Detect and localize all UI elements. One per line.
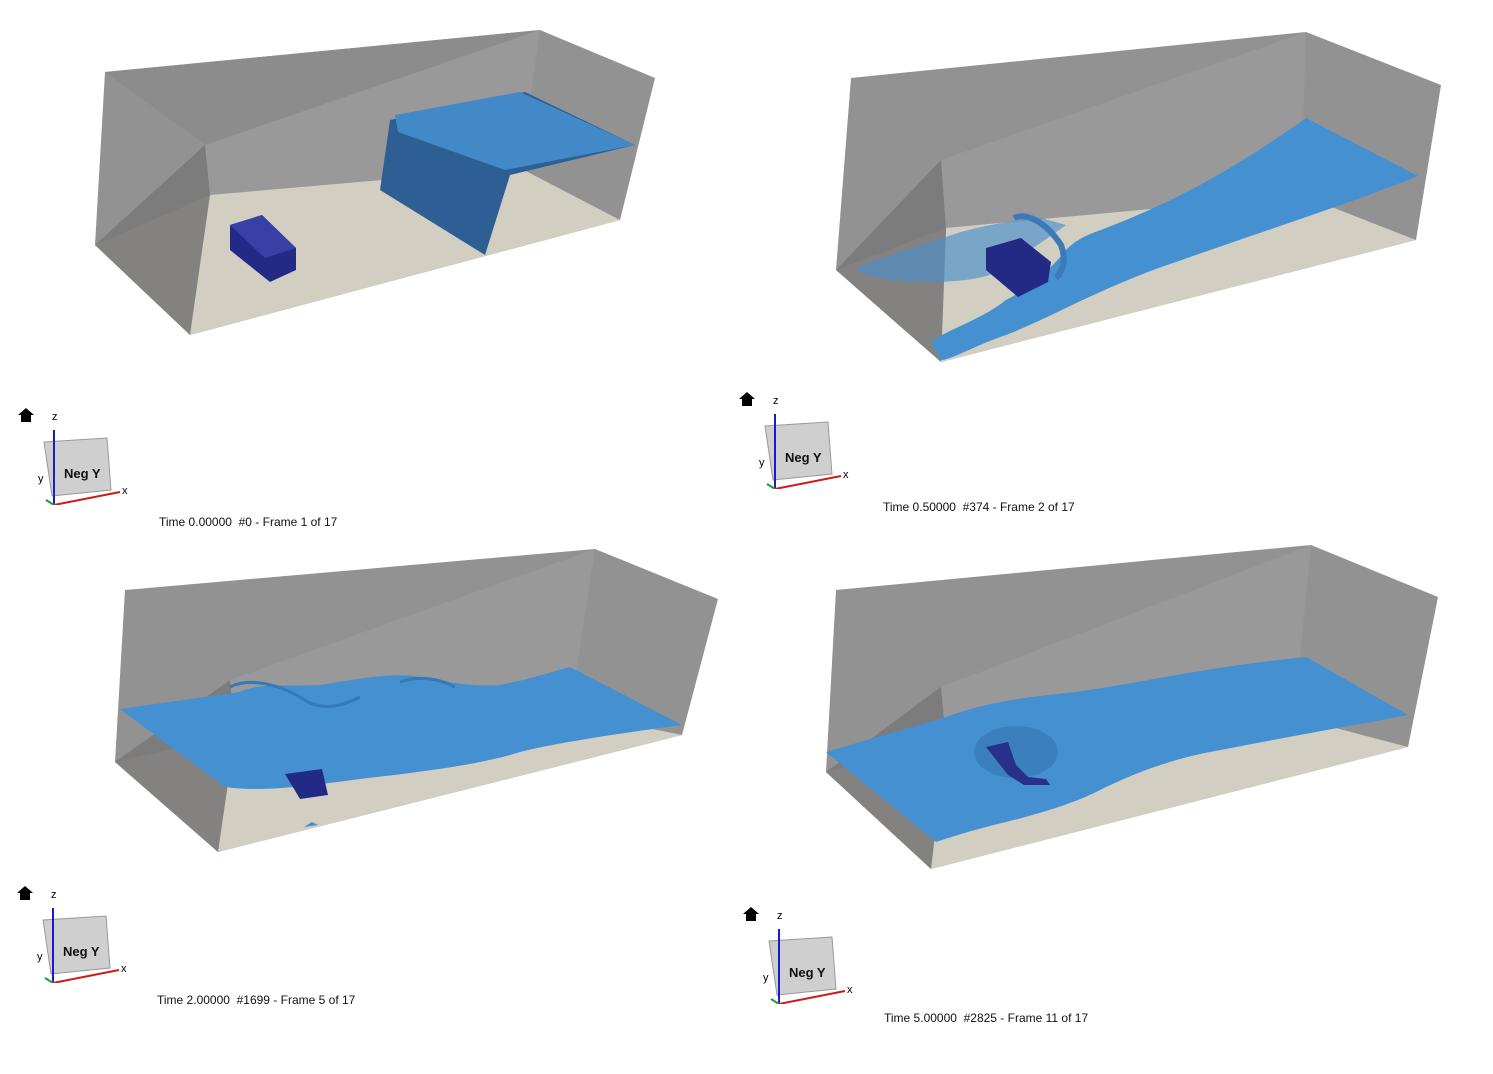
tank-left-wall	[95, 145, 210, 335]
viewport-scene	[115, 549, 718, 852]
water-wake	[1012, 213, 1067, 281]
orientation-cube	[43, 437, 112, 497]
frame-caption: Time 0.00000 #0 - Frame 1 of 17	[159, 515, 338, 529]
obstacle-top	[230, 215, 296, 258]
home-icon[interactable]	[743, 907, 759, 921]
x-axis-line	[52, 969, 120, 984]
water-disturbance	[974, 726, 1058, 778]
y-axis-line	[44, 977, 54, 984]
cube-face-label: Neg Y	[63, 944, 100, 959]
frame-caption: Time 0.50000 #374 - Frame 2 of 17	[883, 500, 1075, 514]
x-axis-line	[778, 990, 846, 1005]
viewport-scene	[95, 30, 655, 335]
obstacle-block	[986, 238, 1051, 297]
y-axis-label: y	[38, 473, 44, 485]
orientation-cube	[42, 915, 111, 975]
x-axis-label: x	[121, 963, 127, 975]
frame-caption: Time 2.00000 #1699 - Frame 5 of 17	[157, 993, 356, 1007]
y-axis-label: y	[759, 457, 765, 469]
x-axis-label: x	[843, 469, 849, 481]
simulation-panel-2: z x y Neg Y Time 0.50000 #374 - Frame 2 …	[739, 0, 1492, 537]
obstacle-block	[285, 769, 328, 799]
z-axis-label: z	[777, 910, 783, 922]
y-axis-label: y	[763, 972, 769, 984]
orientation-cube	[764, 421, 833, 481]
home-icon[interactable]	[17, 886, 33, 900]
viewport-scene	[826, 545, 1438, 869]
obstacle-block	[986, 742, 1050, 785]
y-axis-line	[770, 998, 780, 1005]
water-surface	[826, 657, 1408, 842]
y-axis-label: y	[37, 951, 43, 963]
z-axis-label: z	[51, 889, 57, 901]
simulation-panel-1: z x y Neg Y Time 0.00000 #0 - Frame 1 of…	[0, 0, 746, 537]
water-droplet	[304, 822, 318, 827]
x-axis-label: x	[122, 485, 128, 497]
home-icon[interactable]	[18, 408, 34, 422]
water-ripples	[229, 676, 456, 708]
orientation-widget[interactable]: z x y Neg Y	[32, 410, 142, 506]
frame-caption: Time 5.00000 #2825 - Frame 11 of 17	[884, 1011, 1089, 1025]
simulation-panel-3: z x y Neg Y Time 2.00000 #1699 - Frame 5…	[0, 537, 746, 1074]
cube-face-label: Neg Y	[789, 965, 826, 980]
viewport-scene	[836, 32, 1441, 362]
home-icon[interactable]	[739, 392, 755, 406]
orientation-widget[interactable]: z x y Neg Y	[757, 909, 867, 1005]
water-column-top	[395, 92, 635, 170]
simulation-panel-4: z x y Neg Y Time 5.00000 #2825 - Frame 1…	[743, 537, 1492, 1074]
water-surface	[931, 118, 1418, 360]
water-splash	[856, 218, 1066, 282]
x-axis-line	[53, 491, 121, 506]
orientation-widget[interactable]: z x y Neg Y	[31, 888, 141, 984]
x-axis-label: x	[847, 984, 853, 996]
z-axis-label: z	[773, 395, 779, 407]
z-axis-label: z	[52, 411, 58, 423]
cube-face-label: Neg Y	[64, 466, 101, 481]
cube-face-label: Neg Y	[785, 450, 822, 465]
orientation-widget[interactable]: z x y Neg Y	[753, 394, 863, 490]
orientation-cube	[768, 936, 837, 996]
water-surface	[120, 667, 682, 790]
y-axis-line	[45, 499, 55, 506]
y-axis-line	[766, 483, 776, 490]
x-axis-line	[774, 475, 842, 490]
